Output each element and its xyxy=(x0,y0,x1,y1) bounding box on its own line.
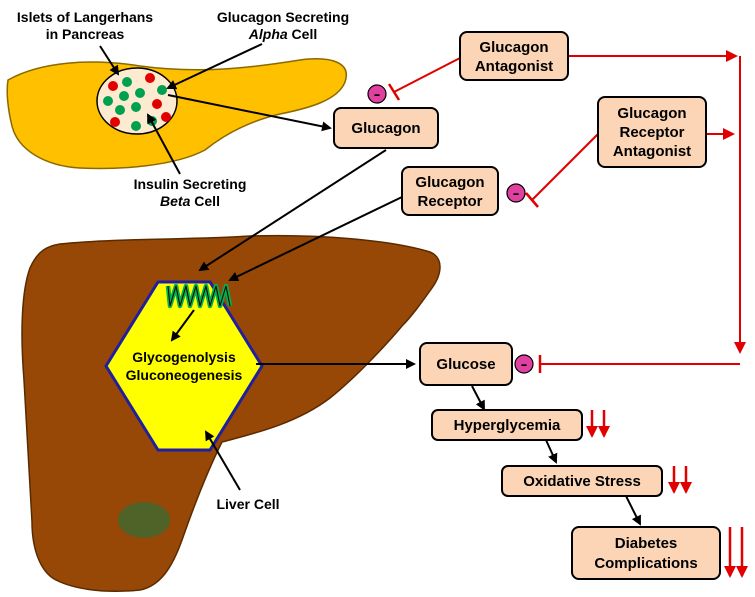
receptor-box-line1: Glucagon xyxy=(415,174,484,191)
decrease-arrows-hyperglycemia xyxy=(586,410,610,438)
inhibition-symbol-2: – xyxy=(506,183,526,203)
process-label-line1: Glycogenolysis xyxy=(132,349,236,365)
inhibit-sign-3: – xyxy=(521,358,528,373)
beta-italic: Beta xyxy=(160,193,191,209)
glucagon-box: Glucagon xyxy=(333,107,439,149)
inhibit-circle-1 xyxy=(367,84,387,104)
complications-line1: Diabetes xyxy=(615,535,678,552)
inhibit-bar-2 xyxy=(525,192,539,208)
inhibit-sign-2: – xyxy=(513,187,520,202)
arrow-liver-label xyxy=(204,430,241,491)
beta-cell xyxy=(119,91,129,101)
glucagon-receptor-box: Glucagon Receptor xyxy=(401,166,499,216)
inhibit-sign-1: – xyxy=(374,88,381,103)
alpha-cell xyxy=(108,81,118,91)
inhibit-circle-3 xyxy=(514,354,534,374)
gallbladder xyxy=(118,502,170,538)
arrow-beta-label xyxy=(147,113,181,175)
islets-label-line2: in Pancreas xyxy=(46,26,125,42)
decrease-arrows-complications xyxy=(724,527,748,578)
antagonist-line2: Antagonist xyxy=(475,58,553,75)
alpha-cell xyxy=(161,112,171,122)
red-rantagonist-inhibit xyxy=(531,133,599,201)
decrease-arrows-stress xyxy=(668,466,692,494)
alpha-italic: Alpha xyxy=(248,26,288,42)
arrow-islets-label xyxy=(99,45,120,76)
arrow-islet-to-glucagon xyxy=(167,94,332,132)
hepatocyte-cell xyxy=(104,280,264,452)
pancreas-shape xyxy=(6,58,348,170)
red-pathways xyxy=(387,50,746,373)
inhibit-circle-2 xyxy=(506,183,526,203)
red-antagonist-inhibit xyxy=(393,57,461,93)
oxidative-stress-box-label: Oxidative Stress xyxy=(523,473,641,490)
beta-cell xyxy=(103,96,113,106)
receptor-antagonist-line1: Glucagon xyxy=(617,105,686,122)
complications-line2: Complications xyxy=(594,555,697,572)
beta-cell xyxy=(157,85,167,95)
glucose-box: Glucose xyxy=(419,342,513,386)
arrow-glucagon-to-receptor xyxy=(198,149,387,272)
beta-rest: Cell xyxy=(190,193,220,209)
beta-cell xyxy=(131,121,141,131)
alpha-cell-label-line2: Alpha Cell xyxy=(248,26,317,42)
beta-cell-label-line1: Insulin Secreting xyxy=(134,176,247,192)
inhibition-symbol-1: – xyxy=(367,84,387,104)
liver-cell-label: Liver Cell xyxy=(216,496,279,512)
beta-cell xyxy=(122,77,132,87)
glucagon-box-label: Glucagon xyxy=(351,120,420,137)
receptor-antagonist-box: Glucagon Receptor Antagonist xyxy=(597,96,707,168)
glucagon-receptor-outline xyxy=(167,285,231,307)
alpha-cell xyxy=(145,73,155,83)
arrow-glucose-to-hyperglycemia xyxy=(471,385,485,411)
alpha-cell-label-line1: Glucagon Secreting xyxy=(217,9,349,25)
receptor-antagonist-line3: Antagonist xyxy=(613,143,691,160)
receptor-antagonist-line2: Receptor xyxy=(619,124,684,141)
process-label-line2: Gluconeogenesis xyxy=(126,367,243,383)
arrow-stress-to-complications xyxy=(625,495,641,526)
hyperglycemia-box-label: Hyperglycemia xyxy=(454,417,561,434)
complications-box: Diabetes Complications xyxy=(571,526,721,580)
alpha-cell xyxy=(152,99,162,109)
beta-cell xyxy=(135,88,145,98)
arrow-receptor-to-process xyxy=(170,309,195,342)
receptor-box-line2: Receptor xyxy=(417,193,482,210)
islets-label-line1: Islets of Langerhans xyxy=(17,9,153,25)
alpha-rest: Cell xyxy=(288,26,318,42)
beta-cell xyxy=(131,102,141,112)
inhibition-symbol-3: – xyxy=(514,354,534,374)
antagonist-line1: Glucagon xyxy=(479,39,548,56)
arrow-receptorbox-to-receptor xyxy=(228,196,403,282)
beta-cell xyxy=(115,105,125,115)
glucagon-antagonist-box: Glucagon Antagonist xyxy=(459,31,569,81)
inhibit-bar-1 xyxy=(387,83,401,101)
glucose-box-label: Glucose xyxy=(436,356,495,373)
arrow-alpha-label xyxy=(166,43,263,90)
oxidative-stress-box: Oxidative Stress xyxy=(501,465,663,497)
alpha-cell xyxy=(110,117,120,127)
arrow-hyperglycemia-to-stress xyxy=(545,439,558,464)
black-arrows xyxy=(99,43,641,526)
beta-cell-label-line2: Beta Cell xyxy=(160,193,220,209)
hyperglycemia-box: Hyperglycemia xyxy=(431,409,583,441)
